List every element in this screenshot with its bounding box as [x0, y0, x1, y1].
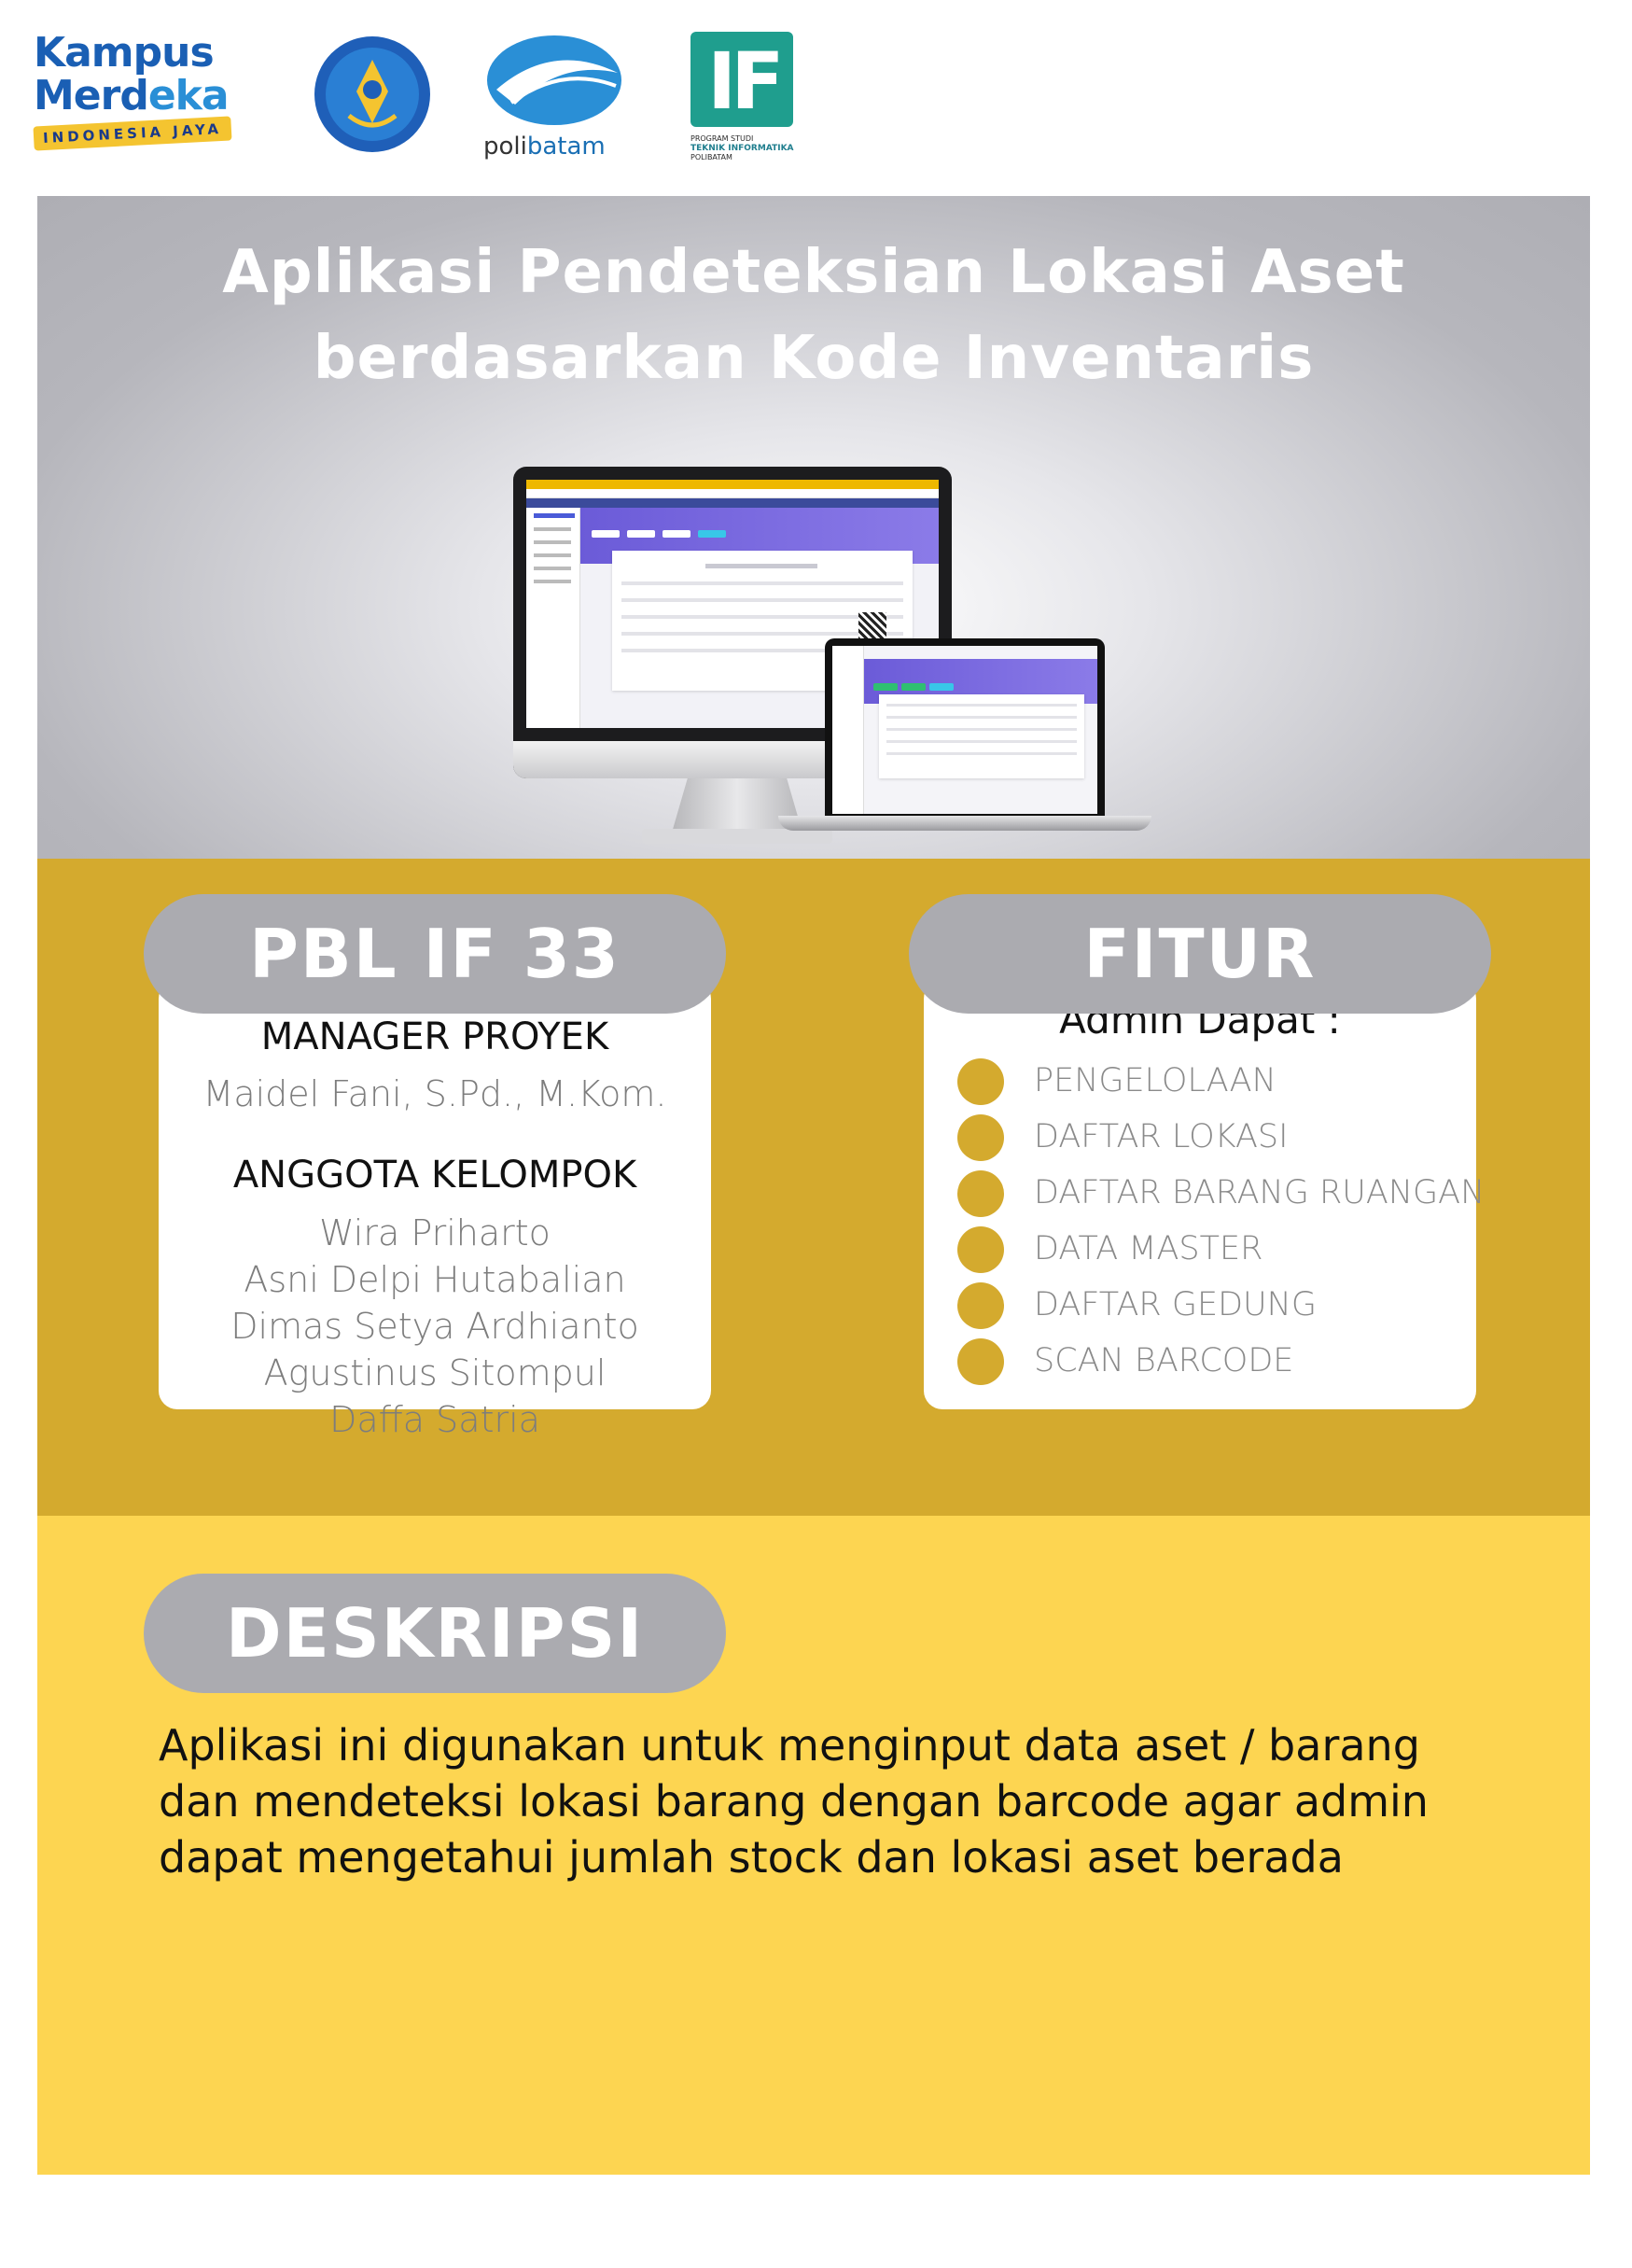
- if-mark: IF: [707, 35, 785, 127]
- polibatam-logo: polibatam: [478, 32, 636, 172]
- feature-item: PENGELOLAAN: [957, 1053, 1480, 1109]
- team-panel: MANAGER PROYEK Maidel Fani, S.Pd., M.Kom…: [159, 980, 711, 1440]
- feature-item: DAFTAR BARANG RUANGAN: [957, 1165, 1485, 1221]
- description-line1: Aplikasi ini digunakan untuk menginput d…: [159, 1720, 1420, 1771]
- manager-heading: MANAGER PROYEK: [260, 1015, 609, 1058]
- desktop-monitor-mockup: [513, 467, 952, 778]
- bullet-dot-icon: [957, 1114, 1004, 1161]
- if-caption: PROGRAM STUDI TEKNIK INFORMATIKA POLIBAT…: [690, 134, 794, 161]
- kampus-merdeka-line1: Kampus: [34, 29, 215, 77]
- features-list: PENGELOLAAN DAFTAR LOKASI DAFTAR BARANG …: [957, 1053, 1485, 1389]
- kampus-merdeka-logo: Kampus Merdeka INDONESIA JAYA: [33, 29, 276, 162]
- features-panel: Admin Dapat : PENGELOLAAN DAFTAR LOKASI …: [924, 980, 1485, 1409]
- members-list: Wira Priharto Asni Delpi Hutabalian Dima…: [159, 1210, 711, 1443]
- bullet-dot-icon: [957, 1058, 1004, 1105]
- bullet-dot-icon: [957, 1282, 1004, 1329]
- description-text: Aplikasi ini digunakan untuk menginput d…: [159, 1717, 1577, 1885]
- bullet-dot-icon: [957, 1170, 1004, 1217]
- member-name: Asni Delpi Hutabalian: [244, 1259, 626, 1300]
- bullet-dot-icon: [957, 1226, 1004, 1273]
- qr-code-icon: [858, 612, 886, 640]
- laptop-mockup: [825, 638, 1105, 818]
- feature-item: DAFTAR LOKASI: [957, 1109, 1480, 1165]
- features-pill-label: FITUR: [909, 894, 1491, 1014]
- member-name: Dimas Setya Ardhianto: [230, 1306, 639, 1347]
- bullet-dot-icon: [957, 1338, 1004, 1385]
- description-line2: dan mendeteksi lokasi barang dengan barc…: [159, 1776, 1429, 1827]
- members-heading: ANGGOTA KELOMPOK: [232, 1154, 637, 1197]
- poster-title: Aplikasi Pendeteksian Lokasi Aset berdas…: [37, 230, 1590, 401]
- tut-wuri-handayani-logo: [312, 34, 433, 155]
- kampus-merdeka-tagline: INDONESIA JAYA: [33, 116, 232, 151]
- poster-title-line1: Aplikasi Pendeteksian Lokasi Aset: [222, 238, 1405, 307]
- description-line3: dapat mengetahui jumlah stock dan lokasi…: [159, 1832, 1344, 1883]
- team-pill-label: PBL IF 33: [144, 894, 726, 1014]
- poster-title-line2: berdasarkan Kode Inventaris: [313, 324, 1315, 393]
- feature-item: DAFTAR GEDUNG: [957, 1277, 1480, 1333]
- manager-name: Maidel Fani, S.Pd., M.Kom.: [202, 1073, 667, 1114]
- description-pill-label: DESKRIPSI: [144, 1574, 726, 1693]
- feature-item: SCAN BARCODE: [957, 1333, 1480, 1389]
- team-and-features-section: MANAGER PROYEK Maidel Fani, S.Pd., M.Kom…: [37, 859, 1590, 1516]
- teknik-informatika-logo: IF PROGRAM STUDI TEKNIK INFORMATIKA POLI…: [690, 32, 812, 172]
- member-name: Wira Priharto: [319, 1212, 551, 1253]
- description-section: DESKRIPSI Aplikasi ini digunakan untuk m…: [37, 1516, 1590, 2175]
- member-name: Daffa Satria: [329, 1399, 540, 1440]
- logo-bar: Kampus Merdeka INDONESIA JAYA polibatam …: [0, 0, 1632, 196]
- kampus-merdeka-line2: Merdeka: [34, 72, 230, 119]
- hero-section: Aplikasi Pendeteksian Lokasi Aset berdas…: [37, 196, 1590, 859]
- polibatam-wordmark: polibatam: [483, 133, 606, 161]
- desktop-app-screenshot: [526, 480, 939, 728]
- member-name: Agustinus Sitompul: [263, 1352, 607, 1393]
- laptop-app-screenshot: [832, 646, 1097, 814]
- feature-item: DATA MASTER: [957, 1221, 1480, 1277]
